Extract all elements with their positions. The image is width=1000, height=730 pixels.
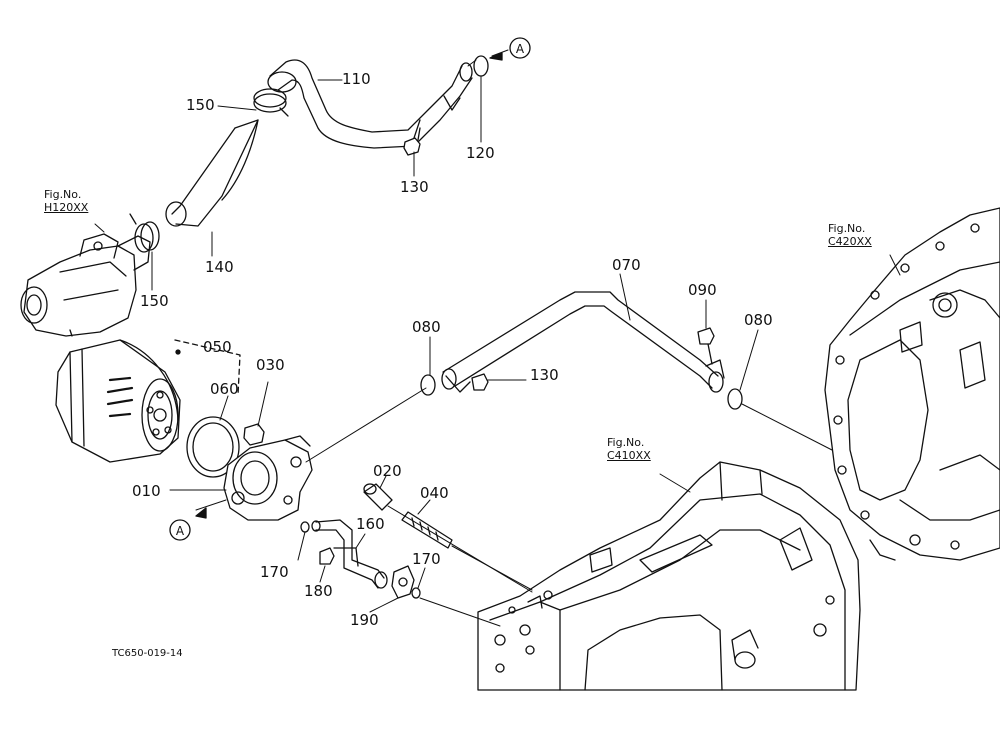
o-ring-170-right <box>411 587 421 599</box>
bolt-130-upper <box>403 119 421 156</box>
filter-assembly-dot <box>175 349 181 355</box>
fig-ref-c420-code[interactable]: C420XX <box>828 235 872 248</box>
arrow-to-a-bottom <box>195 507 207 519</box>
label-030: 030 <box>256 356 285 374</box>
connector-a-top-label: A <box>516 42 525 56</box>
fig-ref-c410-title: Fig.No. <box>607 436 645 449</box>
clamp-150-upper <box>253 88 289 117</box>
label-010: 010 <box>132 482 161 500</box>
label-140: 140 <box>205 258 234 276</box>
filter-head <box>223 435 313 521</box>
filter-gasket <box>186 416 240 478</box>
connector-a-bottom <box>169 519 191 541</box>
clamp-150-lower <box>129 213 160 253</box>
label-070: 070 <box>612 256 641 274</box>
bolt-090 <box>697 327 715 365</box>
bolt-130-lower <box>471 373 489 391</box>
oil-filter <box>55 339 181 463</box>
filter-assembly-bracket <box>174 339 241 396</box>
sleeve-020 <box>363 483 393 511</box>
o-ring-080-right <box>727 388 743 410</box>
label-050: 050 <box>203 338 232 356</box>
o-ring-080-left <box>420 374 436 396</box>
label-170-right: 170 <box>412 550 441 568</box>
hydraulic-pump <box>20 233 151 337</box>
gasket-190 <box>391 565 415 599</box>
fig-ref-c410-code[interactable]: C410XX <box>607 449 651 462</box>
fig-ref-h120[interactable]: Fig.No. H120XX <box>44 188 88 214</box>
drawing-code: TC650-019-14 <box>112 648 183 659</box>
label-150-upper: 150 <box>186 96 215 114</box>
label-060: 060 <box>210 380 239 398</box>
connector-a-bottom-label: A <box>176 524 185 538</box>
leader-lines <box>94 49 901 627</box>
stud-040 <box>401 511 453 549</box>
pipe-070 <box>441 291 725 393</box>
label-160: 160 <box>356 515 385 533</box>
fig-ref-c410[interactable]: Fig.No. C410XX <box>607 436 651 462</box>
label-020: 020 <box>373 462 402 480</box>
label-080-right: 080 <box>744 311 773 329</box>
rear-housing-c420 <box>824 207 1000 561</box>
label-120: 120 <box>466 144 495 162</box>
fig-ref-c420-title: Fig.No. <box>828 222 866 235</box>
label-180: 180 <box>304 582 333 600</box>
label-090: 090 <box>688 281 717 299</box>
label-040: 040 <box>420 484 449 502</box>
label-150-lower: 150 <box>140 292 169 310</box>
o-ring-120 <box>473 55 489 77</box>
o-ring-170-left <box>300 521 310 533</box>
label-130-upper: 130 <box>400 178 429 196</box>
arrow-to-a-top <box>489 52 503 61</box>
plug-030 <box>243 423 265 446</box>
fig-ref-c420[interactable]: Fig.No. C420XX <box>828 222 872 248</box>
hose-140 <box>165 119 259 227</box>
connector-a-top <box>509 37 531 59</box>
label-110: 110 <box>342 70 371 88</box>
label-190: 190 <box>350 611 379 629</box>
transmission-housing-c410 <box>477 461 861 691</box>
fig-ref-h120-title: Fig.No. <box>44 188 82 201</box>
label-080-left: 080 <box>412 318 441 336</box>
fig-ref-h120-code[interactable]: H120XX <box>44 201 89 214</box>
label-130-lower: 130 <box>530 366 559 384</box>
bolt-180 <box>319 547 335 565</box>
label-170-left: 170 <box>260 563 289 581</box>
